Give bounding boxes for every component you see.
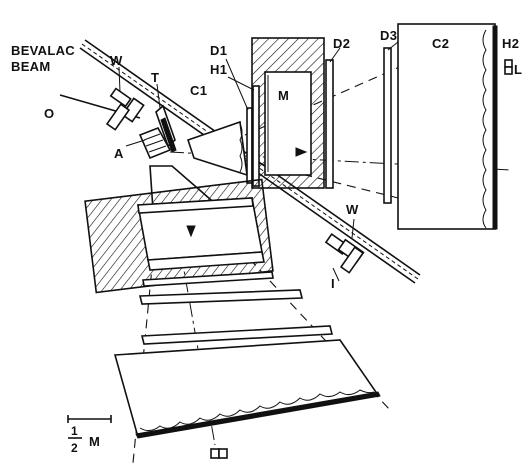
label-bevalac: BEVALAC	[11, 43, 75, 58]
label-m: M	[278, 88, 289, 103]
label-t: T	[151, 70, 159, 85]
label-w-upper: W	[110, 53, 123, 68]
label-d2: D2	[333, 36, 350, 51]
target-assembly	[138, 104, 177, 160]
l-detector-icon	[504, 59, 513, 75]
lower-window-assembly	[324, 233, 365, 274]
scale-numerator: 1	[71, 424, 78, 438]
label-h2: H2	[502, 36, 519, 51]
label-c2: C2	[432, 36, 449, 51]
magnet-m	[251, 37, 325, 189]
label-i: I	[331, 276, 335, 291]
label-c1: C1	[190, 83, 207, 98]
upper-window-assembly	[105, 87, 145, 131]
lower-d-plates	[138, 271, 334, 345]
lower-c2-counter	[113, 339, 381, 439]
label-d1: D1	[210, 43, 227, 58]
label-o: O	[44, 106, 54, 121]
beam-direction-arrows	[186, 147, 308, 238]
label-l: L	[514, 62, 522, 77]
label-w-lower: W	[346, 202, 359, 217]
label-a: A	[114, 146, 124, 161]
scale-denominator: 2	[71, 441, 78, 455]
lower-l-detector-icon	[210, 448, 228, 459]
d3-plate	[383, 47, 392, 204]
label-beam: BEAM	[11, 59, 50, 74]
d2-plate	[325, 59, 334, 189]
h2-hodoscope	[492, 25, 498, 230]
label-h1: H1	[210, 62, 227, 77]
label-d3: D3	[380, 28, 397, 43]
scale-unit: M	[89, 434, 100, 449]
leader-lines	[118, 41, 399, 282]
c2-counter	[397, 23, 496, 230]
lower-magnet	[84, 178, 274, 294]
scale-bar	[67, 415, 112, 439]
